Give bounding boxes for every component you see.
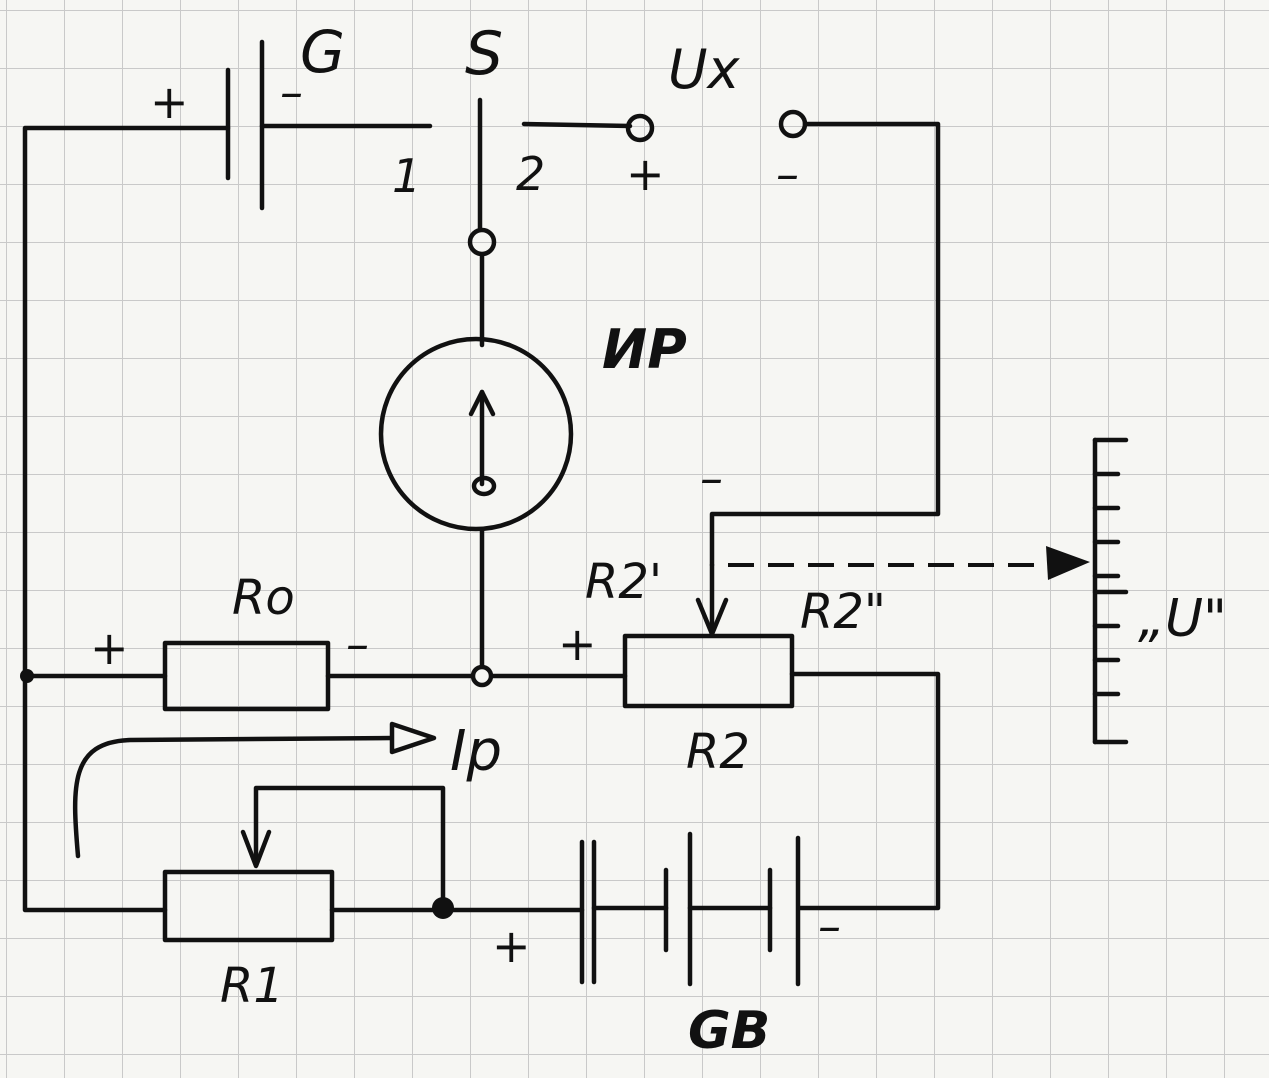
dashed-link-to-scale [728, 546, 1090, 580]
meter-circle [378, 336, 574, 532]
wire-r1-wiper [253, 785, 446, 909]
label-switch-s: S [465, 19, 503, 89]
r2-wiper-arrow [695, 562, 729, 637]
label-switch-position-1: 1 [392, 149, 421, 203]
meter-needle-tip [468, 389, 496, 417]
sign-ux-plus: + [626, 147, 665, 201]
battery-gb [579, 831, 801, 987]
sign-gb-minus: – [818, 899, 841, 953]
wire-r2-to-gb [789, 671, 941, 911]
label-meter-ir: ИР [602, 318, 687, 381]
wire-contact-2-to-ux [521, 121, 633, 129]
label-voltage-ux: Ux [668, 38, 741, 101]
label-resistor-r1: R1 [220, 958, 284, 1014]
label-switch-position-2: 2 [516, 147, 545, 201]
resistor-r2 [622, 633, 795, 709]
battery-g [225, 39, 265, 211]
label-current-ip: Ip [450, 719, 502, 784]
ux-minus-terminal [778, 109, 808, 139]
sign-r0-plus: + [90, 621, 129, 675]
sign-r0-minus: – [346, 617, 369, 671]
voltage-scale [1092, 437, 1129, 745]
resistor-r1 [162, 869, 335, 943]
left-junction-node [20, 669, 34, 683]
label-battery-g: G [300, 18, 345, 86]
ux-plus-terminal [625, 113, 655, 143]
sign-wiper-minus: – [700, 451, 723, 505]
meter-ir [378, 336, 574, 532]
resistor-r0 [162, 640, 331, 712]
label-r2-prime: R2' [585, 554, 662, 610]
current-ip-arrow [72, 721, 437, 859]
label-resistor-r0: Ro [232, 570, 295, 626]
label-battery-gb: GB [688, 1001, 770, 1061]
label-resistor-r2: R2 [686, 724, 750, 780]
wires [22, 97, 941, 913]
sign-gb-plus: + [492, 919, 531, 973]
switch-pivot-terminal [467, 227, 497, 257]
meter-node [470, 664, 494, 688]
meter-pivot [471, 475, 497, 497]
sign-g-plus: + [150, 75, 189, 129]
wire-left-loop [22, 125, 231, 913]
label-scale-u: „U" [1138, 589, 1227, 649]
sign-r2-plus: + [558, 617, 597, 671]
wire-ux-minus-to-wiper [709, 121, 941, 568]
sign-g-minus: – [280, 65, 303, 119]
r1-wiper-arrow [240, 829, 272, 869]
label-r2-double-prime: R2" [800, 584, 886, 640]
r1-junction-node [432, 897, 454, 919]
sign-ux-minus: – [776, 147, 799, 201]
